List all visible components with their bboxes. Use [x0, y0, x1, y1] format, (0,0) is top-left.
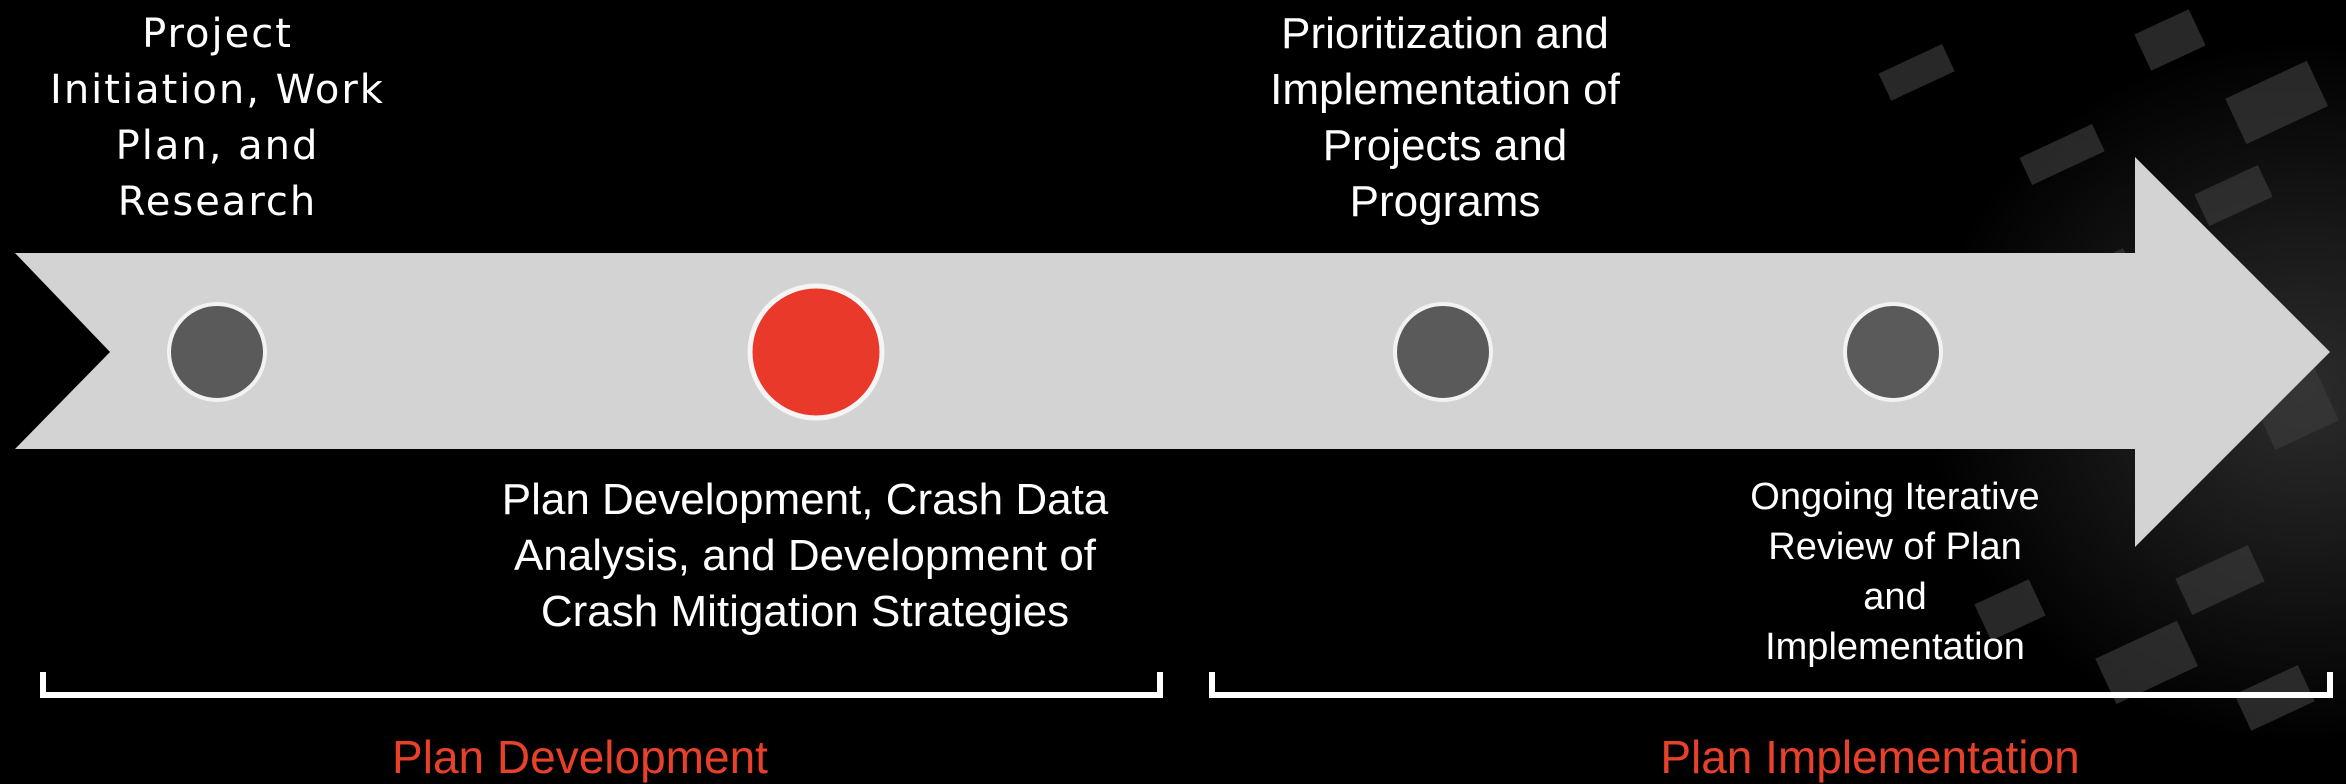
milestone-marker-4: [1843, 302, 1943, 402]
arrow-shape: [15, 157, 2330, 547]
bracket-plan-development: [40, 672, 1163, 698]
milestone-marker-2: [747, 283, 885, 421]
milestone-label-2: Plan Development, Crash Data Analysis, a…: [501, 475, 1109, 636]
phase-label-plan-implementation: Plan Implementation: [1660, 731, 2080, 783]
milestone-marker-3: [1393, 302, 1493, 402]
milestone-label-3: Prioritization and Implementation of Pro…: [1270, 9, 1620, 226]
phase-label-plan-development: Plan Development: [392, 731, 768, 783]
milestone-label-1: Project Initiation, Work Plan, and Resea…: [50, 11, 385, 225]
bracket-plan-implementation: [1209, 672, 2333, 698]
milestone-label-4: Ongoing Iterative Review of Plan and Imp…: [1750, 476, 2040, 668]
milestone-marker-1: [167, 302, 267, 402]
